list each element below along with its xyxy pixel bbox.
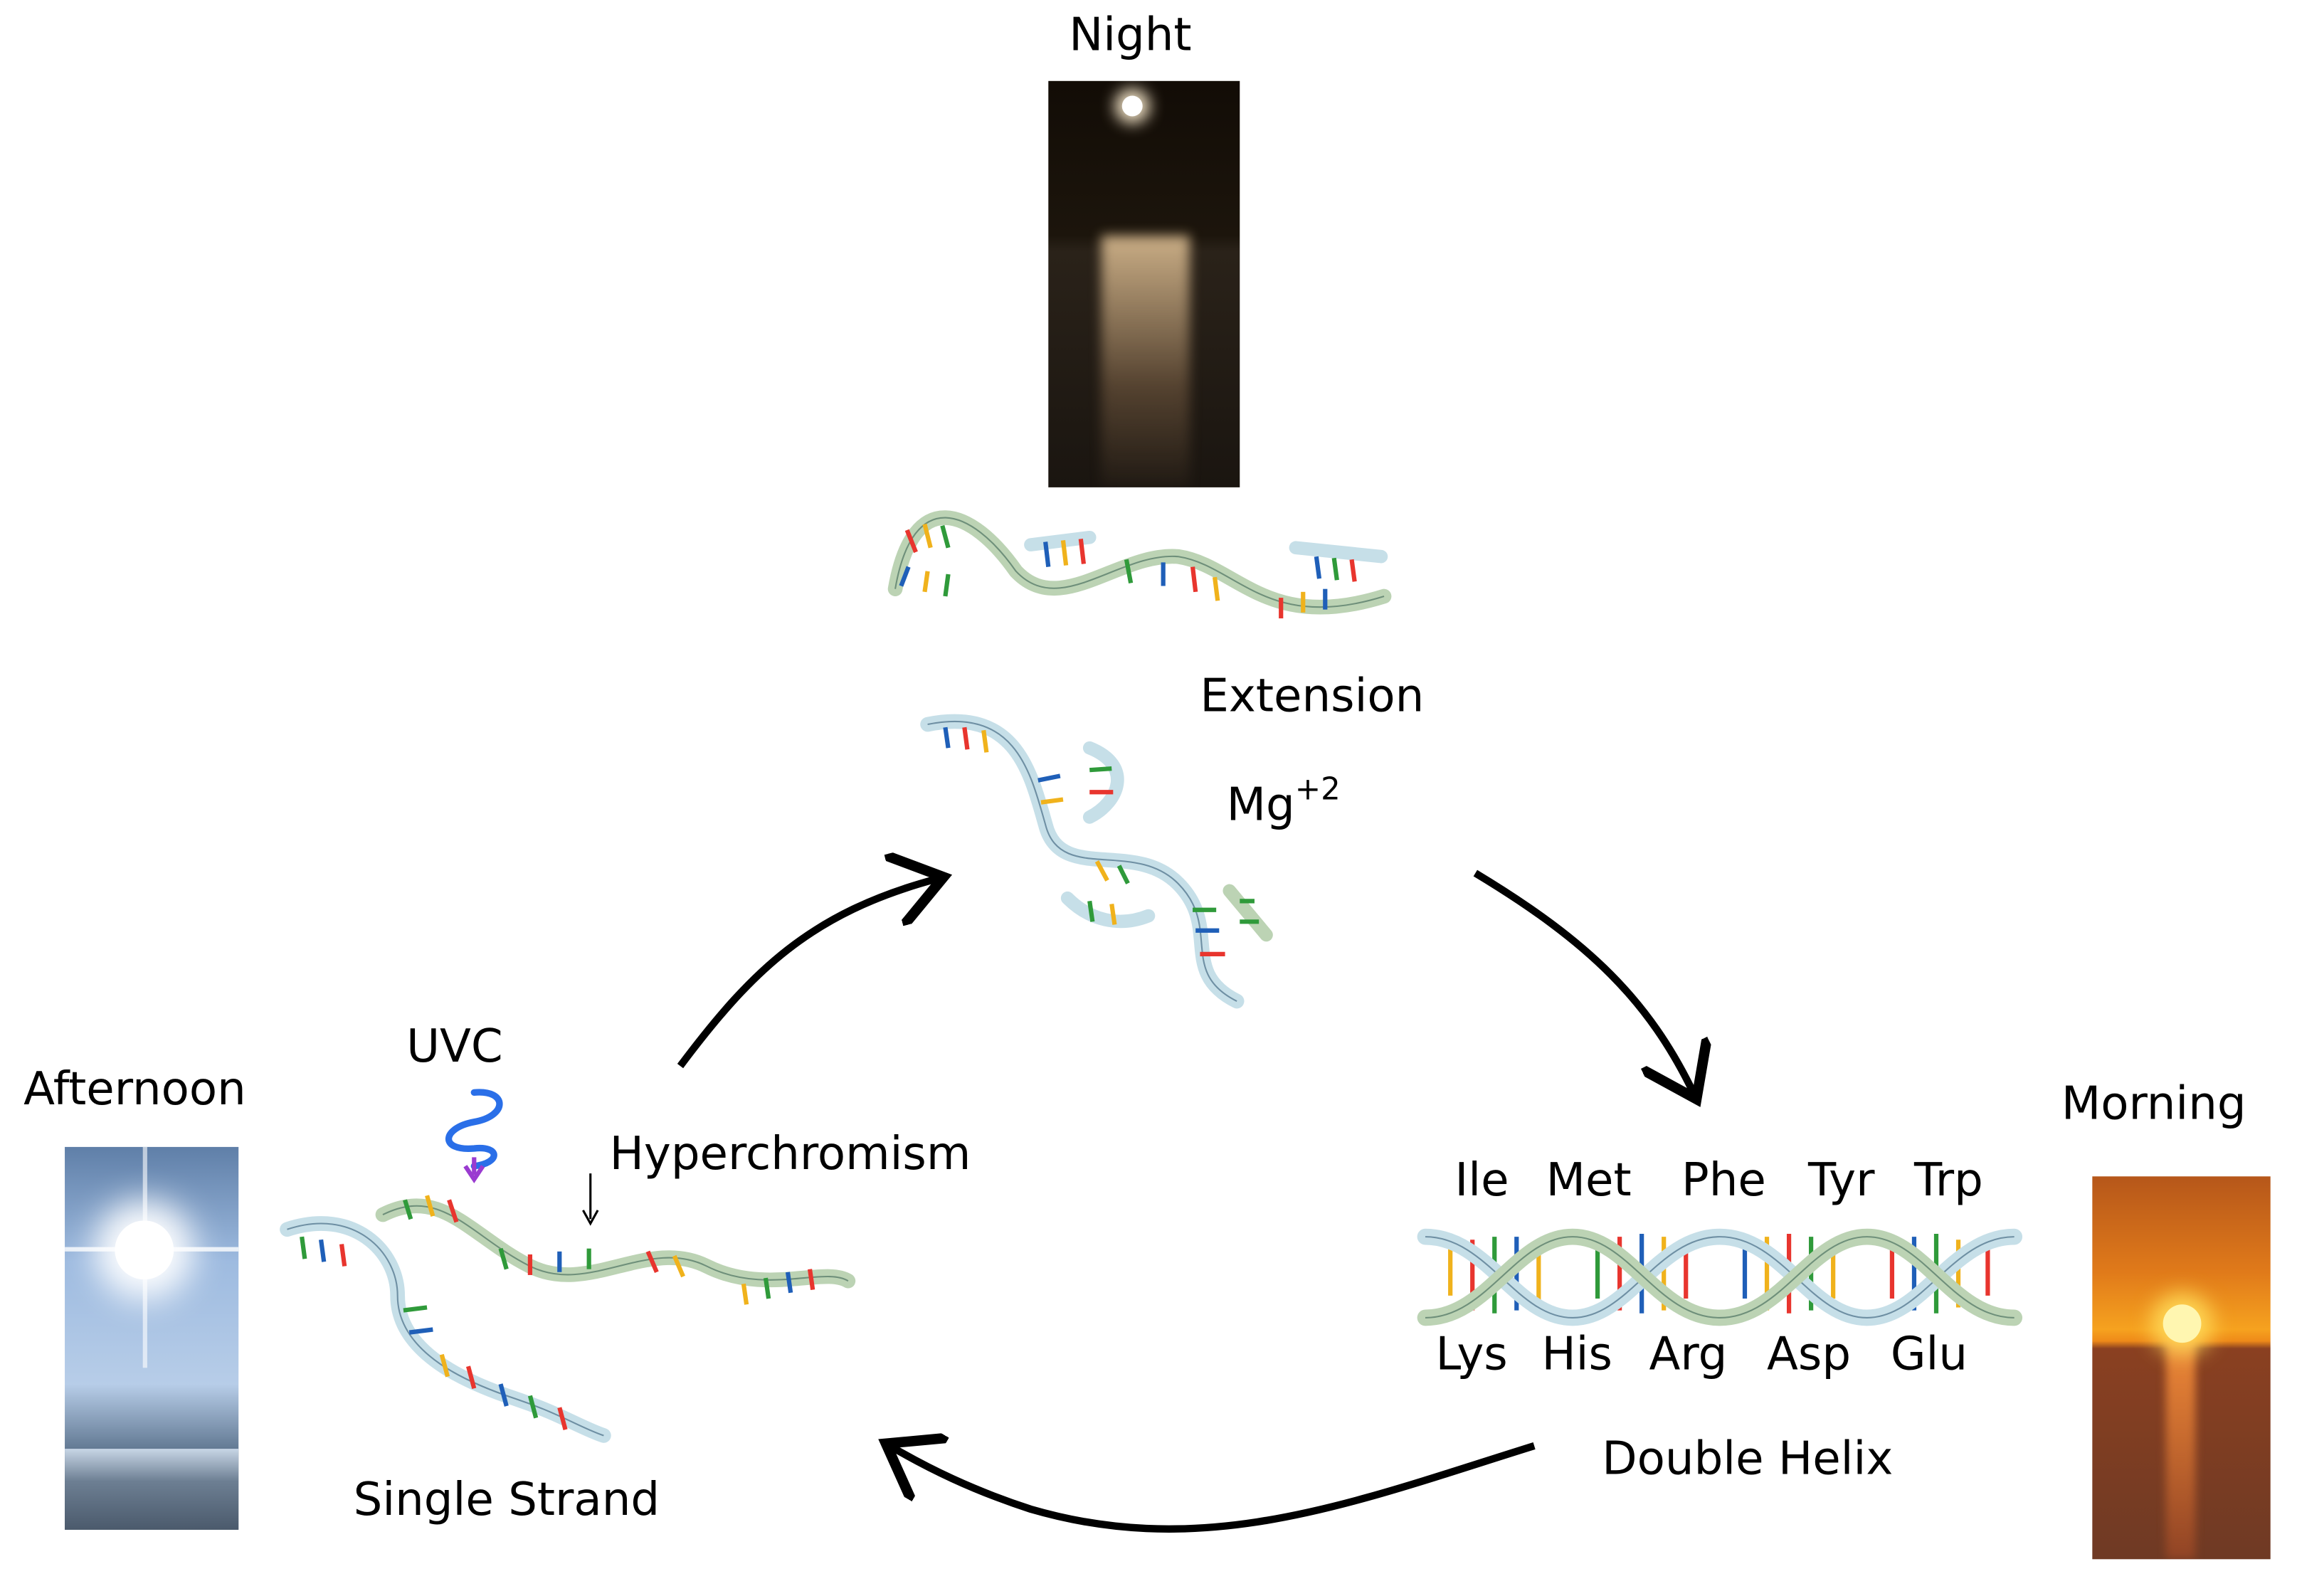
amino-acid-bottom: Asp	[1767, 1328, 1852, 1381]
label-single-strand: Single Strand	[353, 1474, 660, 1527]
amino-acid-bottom: Arg	[1649, 1328, 1728, 1381]
arrow-afternoon-to-night	[677, 879, 936, 1069]
label-night: Night	[1069, 9, 1192, 62]
label-hyperchromism: Hyperchromism	[609, 1128, 971, 1181]
dna-extension-twisted	[920, 714, 1273, 1009]
afternoon-photo	[65, 1146, 239, 1530]
afternoon-sun	[115, 1220, 174, 1280]
amino-acid-bottom: His	[1541, 1328, 1612, 1381]
label-extension: Extension	[1200, 670, 1425, 723]
amino-acid-top: Trp	[1913, 1154, 1983, 1207]
amino-acid-bottom: Lys	[1435, 1328, 1508, 1381]
moon	[1121, 95, 1143, 117]
arrow-morning-to-afternoon	[892, 1446, 1536, 1533]
uvc-wave-icon	[445, 1089, 503, 1184]
mg-symbol: Mg	[1226, 778, 1295, 833]
amino-acid-top: Ile	[1454, 1154, 1509, 1207]
morning-sun	[2163, 1304, 2202, 1343]
night-photo	[1048, 80, 1240, 487]
dna-single-strand	[280, 1195, 856, 1443]
mg-charge: +2	[1294, 771, 1341, 807]
morning-photo	[2092, 1176, 2271, 1560]
moonlight-reflection	[1101, 236, 1190, 487]
amino-acid-top: Phe	[1681, 1154, 1766, 1207]
amino-acid-bottom: Glu	[1890, 1328, 1968, 1381]
amino-acid-top: Tyr	[1807, 1154, 1875, 1207]
label-mg-ion: Mg+2	[1226, 771, 1341, 833]
label-uvc: UVC	[406, 1020, 503, 1074]
dna-double-helix	[1417, 1228, 2023, 1326]
sunrise-reflection	[2165, 1338, 2196, 1560]
label-morning: Morning	[2061, 1077, 2246, 1131]
hyperchromism-pointer	[582, 1173, 599, 1226]
dna-night-separated	[887, 510, 1392, 619]
afternoon-sea	[65, 1449, 239, 1530]
arrow-night-to-morning	[1473, 870, 1693, 1092]
label-double-helix: Double Helix	[1602, 1432, 1894, 1486]
amino-acid-top: Met	[1546, 1154, 1632, 1207]
label-afternoon: Afternoon	[23, 1062, 246, 1116]
